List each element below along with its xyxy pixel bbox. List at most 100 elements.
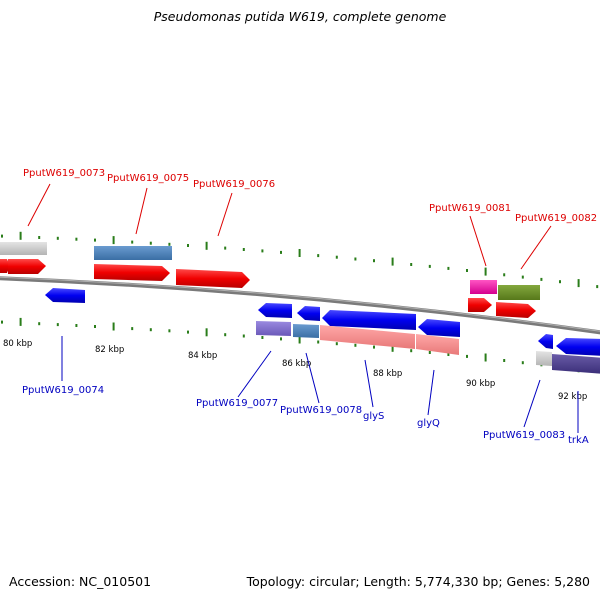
kbp-label: 80 kbp bbox=[3, 339, 32, 349]
callout-line-0078 bbox=[305, 352, 320, 404]
gene-label-0073[interactable]: PputW619_0073 bbox=[23, 168, 105, 179]
gene-label-0075[interactable]: PputW619_0075 bbox=[107, 173, 189, 184]
minor-tick bbox=[56, 323, 59, 327]
gene-0082-arrow[interactable] bbox=[496, 302, 536, 318]
minor-tick bbox=[335, 255, 338, 259]
gene-0075-track[interactable] bbox=[94, 246, 172, 260]
minor-tick bbox=[354, 257, 357, 261]
gene-glyS-arrow[interactable] bbox=[322, 310, 416, 330]
minor-tick bbox=[261, 249, 264, 253]
minor-tick bbox=[280, 337, 282, 341]
genome-backbone-highlight bbox=[0, 276, 600, 332]
minor-tick bbox=[447, 266, 450, 270]
minor-tick bbox=[38, 236, 41, 239]
genome-title: Pseudomonas putida W619, complete genome bbox=[153, 9, 447, 24]
minor-tick bbox=[410, 263, 413, 266]
gene-label-0074[interactable]: PputW619_0074 bbox=[22, 385, 104, 396]
kbp-label: 92 kbp bbox=[558, 392, 587, 402]
gene-0078-arrow[interactable] bbox=[297, 306, 320, 321]
minor-tick bbox=[149, 328, 152, 332]
minor-tick bbox=[596, 285, 599, 289]
kbp-label: 84 kbp bbox=[188, 351, 217, 361]
gene-0078-track[interactable] bbox=[293, 324, 319, 338]
gene-0077-track[interactable] bbox=[256, 321, 291, 336]
gene-0074-arrow[interactable] bbox=[45, 288, 85, 303]
major-tick bbox=[112, 322, 115, 331]
kbp-label: 82 kbp bbox=[95, 345, 124, 355]
gene-0073-arrow[interactable] bbox=[8, 259, 46, 274]
callout-line-0075 bbox=[135, 187, 148, 235]
kbp-label: 88 kbp bbox=[373, 369, 402, 379]
gene-0072-arrow[interactable] bbox=[0, 259, 10, 273]
gene-0083-track[interactable] bbox=[536, 351, 552, 366]
gene-label-0081[interactable]: PputW619_0081 bbox=[429, 203, 511, 214]
genome-backbone bbox=[0, 276, 600, 335]
gene-label-0083[interactable]: PputW619_0083 bbox=[483, 430, 565, 441]
minor-tick bbox=[317, 340, 320, 344]
callout-line-0083 bbox=[523, 379, 541, 428]
minor-tick bbox=[317, 254, 320, 258]
gene-trkA-track[interactable] bbox=[552, 354, 600, 374]
minor-tick bbox=[168, 329, 171, 333]
minor-tick bbox=[131, 240, 134, 244]
gene-label-0077[interactable]: PputW619_0077 bbox=[196, 398, 278, 409]
minor-tick bbox=[56, 236, 59, 240]
gene-label-trkA[interactable]: trkA bbox=[568, 435, 589, 446]
minor-tick bbox=[131, 327, 134, 331]
gene-0076-arrow[interactable] bbox=[176, 269, 250, 288]
minor-tick bbox=[242, 248, 245, 251]
minor-tick bbox=[224, 333, 227, 337]
callout-line-0082 bbox=[520, 225, 552, 270]
gene-0083-arrow[interactable] bbox=[538, 334, 553, 349]
callout-line-0076 bbox=[217, 192, 233, 237]
genome-summary-text: Topology: circular; Length: 5,774,330 bp… bbox=[246, 574, 590, 589]
minor-tick bbox=[94, 238, 96, 242]
gene-label-0082[interactable]: PputW619_0082 bbox=[515, 213, 597, 224]
major-tick bbox=[19, 231, 22, 240]
minor-tick bbox=[168, 242, 171, 246]
kbp-label: 90 kbp bbox=[466, 379, 495, 389]
major-tick bbox=[112, 236, 115, 245]
major-tick bbox=[298, 335, 301, 344]
gene-trkA-arrow[interactable] bbox=[556, 338, 600, 356]
minor-tick bbox=[559, 280, 561, 284]
gene-0082-track[interactable] bbox=[498, 285, 540, 300]
minor-tick bbox=[373, 345, 375, 349]
minor-tick bbox=[447, 353, 450, 356]
gene-label-glyS[interactable]: glyS bbox=[363, 411, 384, 422]
minor-tick bbox=[466, 354, 468, 358]
callout-line-0077 bbox=[237, 350, 272, 398]
major-tick bbox=[205, 328, 208, 337]
kbp-labels: 80 kbp 82 kbp 84 kbp 86 kbp 88 kbp 90 kb… bbox=[3, 339, 587, 402]
callout-line-glyQ bbox=[427, 369, 435, 416]
minor-tick bbox=[1, 320, 3, 324]
minor-tick bbox=[466, 269, 468, 272]
minor-tick bbox=[280, 250, 282, 254]
minor-tick bbox=[521, 361, 524, 365]
accession-text: Accession: NC_010501 bbox=[9, 574, 152, 589]
major-tick bbox=[391, 257, 394, 266]
gene-glyQ-track[interactable] bbox=[416, 334, 459, 355]
minor-tick bbox=[38, 322, 41, 326]
minor-tick bbox=[335, 342, 338, 346]
minor-tick bbox=[428, 351, 431, 354]
major-tick bbox=[205, 241, 208, 250]
gene-label-0078[interactable]: PputW619_0078 bbox=[280, 405, 362, 416]
gene-0081-arrow[interactable] bbox=[468, 298, 492, 312]
major-tick bbox=[577, 279, 580, 288]
minor-tick bbox=[503, 359, 506, 362]
gene-glyQ-arrow[interactable] bbox=[418, 319, 460, 337]
gene-label-0076[interactable]: PputW619_0076 bbox=[193, 179, 275, 190]
gene-0081-track[interactable] bbox=[470, 280, 497, 294]
gene-glyS-track[interactable] bbox=[320, 325, 415, 349]
minor-tick bbox=[354, 343, 357, 347]
gene-0077-arrow[interactable] bbox=[258, 303, 292, 318]
minor-tick bbox=[373, 259, 375, 263]
minor-tick bbox=[242, 334, 245, 338]
gene-label-glyQ[interactable]: glyQ bbox=[417, 418, 440, 429]
gene-0073-track[interactable] bbox=[0, 242, 47, 255]
minor-tick bbox=[149, 241, 152, 245]
gene-0075-arrow[interactable] bbox=[94, 264, 170, 281]
major-tick bbox=[19, 317, 22, 326]
